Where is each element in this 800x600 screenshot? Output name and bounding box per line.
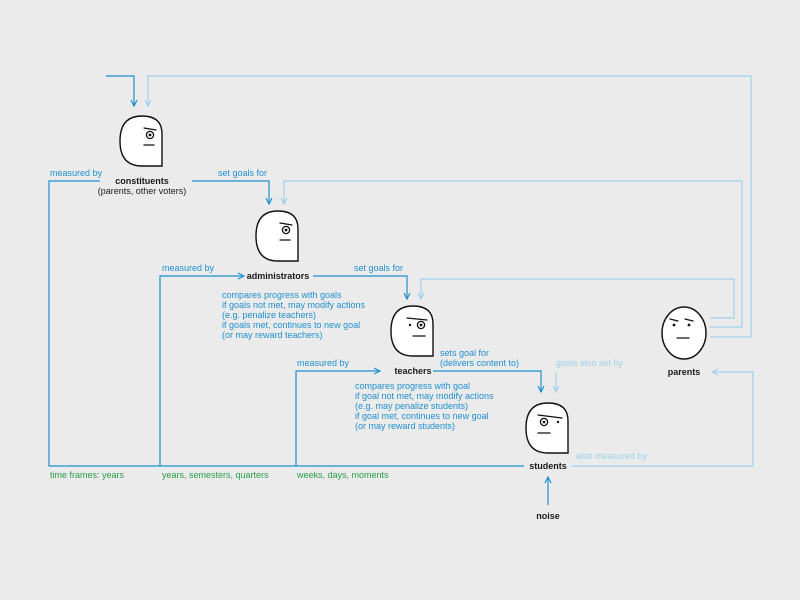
constituents-measured-by-label: measured by [50,168,103,178]
constituents-top-input-link [106,75,134,106]
note-line: (or may reward teachers) [222,330,323,340]
note-line: if goals met, continues to new goal [222,320,360,330]
teachers-sets-goal-link [433,370,541,392]
parents-to-administrators-link [284,180,743,328]
teachers-notes: compares progress with goal if goal not … [355,381,496,431]
main-links [48,75,548,505]
constituents-face-icon [119,115,163,167]
administrators-measured-by-loop [159,276,244,466]
administrators-set-goals-link [313,275,407,299]
teachers-measured-by-loop [295,371,380,466]
administrators-measured-by-label: measured by [162,263,215,273]
note-line: compares progress with goal [355,381,470,391]
parents-links [148,75,754,467]
parents-to-constituents-link [148,75,752,338]
parents-to-teachers-link [421,278,735,319]
note-line: (or may reward students) [355,421,455,431]
administrators-set-goals-label: set goals for [354,263,403,273]
parents-goals-also-label: goals also set by [556,358,624,368]
parents-label: parents [668,367,701,377]
students-face-icon [525,402,569,454]
sets-goal-line: sets goal for [440,348,489,358]
time-frame-administrators: years, semesters, quarters [162,470,269,480]
teachers-sets-goal-label: sets goal for (delivers content to) [440,348,519,368]
time-frame-teachers: weeks, days, moments [296,470,389,480]
constituents-measured-by-loop [48,180,524,467]
note-line: compares progress with goals [222,290,342,300]
constituents-sublabel: (parents, other voters) [98,186,187,196]
teachers-label: teachers [394,366,431,376]
note-line: if goal not met, may modify actions [355,391,494,401]
constituents-label: constituents [115,176,169,186]
time-frame-constituents: time frames: years [50,470,125,480]
noise-label: noise [536,511,560,521]
administrators-notes: compares progress with goals if goals no… [222,290,368,340]
note-line: if goals not met, may modify actions [222,300,366,310]
constituents-set-goals-link [192,180,269,204]
students-label: students [529,461,567,471]
administrators-face-icon [255,210,299,262]
constituents-set-goals-label: set goals for [218,168,267,178]
administrators-label: administrators [247,271,310,281]
parents-also-measured-label: also measured by [576,451,648,461]
delivers-content-line: (delivers content to) [440,358,519,368]
note-line: if goal met, continues to new goal [355,411,489,421]
teachers-measured-by-label: measured by [297,358,350,368]
parents-face-icon [661,306,707,360]
note-line: (e.g. may penalize students) [355,401,468,411]
students-measured-by-parents-link [572,372,754,467]
note-line: (e.g. penalize teachers) [222,310,316,320]
teachers-face-icon [390,305,434,357]
